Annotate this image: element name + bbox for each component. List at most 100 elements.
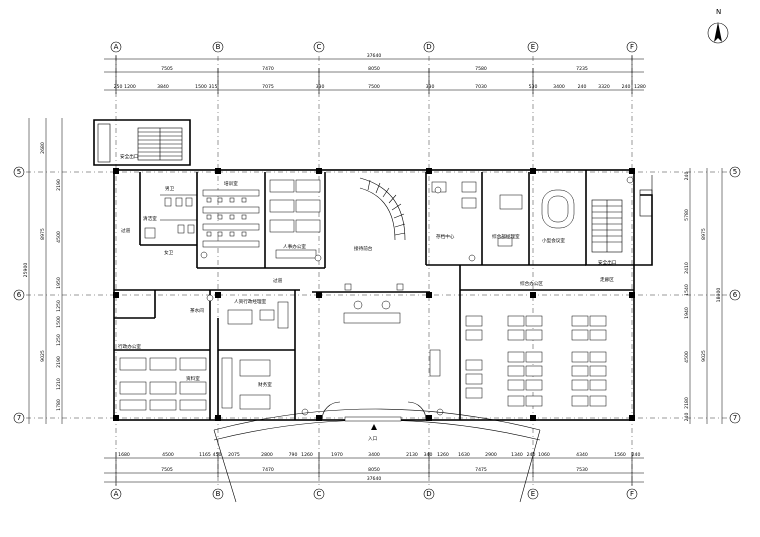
north-label: N — [716, 8, 721, 16]
dim-text: 3400 — [553, 84, 565, 90]
dim-text: 240 — [684, 413, 690, 422]
axis-label: A — [114, 490, 119, 498]
bottom-dimensions: 1680 4500 1165 450 2075 2800 790 1260 19… — [104, 452, 644, 486]
dim-text: 450 — [213, 452, 222, 458]
top-dimensions: 37640 7505 7470 8050 7580 7235 250 1200 … — [104, 53, 646, 94]
dim-text: 2190 — [56, 356, 62, 368]
stair-left-icon — [137, 127, 183, 161]
dim-text: 9025 — [701, 350, 707, 362]
dim-text: 8050 — [368, 467, 380, 473]
dim-text: 18000 — [716, 288, 722, 303]
axis-label: 5 — [733, 168, 737, 176]
dim-text: 7030 — [475, 84, 487, 90]
axis-bubbles-left: 5 6 7 — [13, 166, 25, 424]
room-label-archive: 资料室 — [186, 375, 200, 382]
axis-label: E — [531, 43, 535, 51]
room-label-female-wc: 女卫 — [164, 249, 174, 256]
axis-label: F — [630, 43, 634, 51]
axis-bubbles-top: A B C D E F — [110, 41, 638, 53]
room-label-reception: 接待前台 — [354, 245, 373, 252]
axis-label: E — [531, 490, 535, 498]
hr-workstations-icon — [269, 179, 321, 259]
dim-text: 4500 — [162, 452, 174, 458]
room-label-hall: 走廊区 — [600, 276, 614, 283]
axis-label: F — [630, 490, 634, 498]
dim-text: 7235 — [576, 66, 588, 72]
dim-text: 4340 — [576, 452, 588, 458]
dim-text: 7530 — [576, 467, 588, 473]
room-label-server: 存档中心 — [436, 233, 455, 240]
dim-text: 8975 — [701, 228, 707, 240]
dim-text: 240 — [622, 84, 631, 90]
dim-text: 8050 — [368, 66, 380, 72]
room-label-general-manager: 综合部经理室 — [492, 233, 520, 240]
dim-text: 1280 — [634, 84, 646, 90]
room-label-male-wc: 男卫 — [165, 186, 175, 192]
admin-desks-icon — [119, 357, 207, 411]
entrance-icon — [213, 401, 541, 503]
axis-label: A — [114, 43, 119, 51]
axis-label: 5 — [17, 168, 21, 176]
dim-top-total: 37640 — [367, 53, 382, 59]
room-label-entrance: 入口 — [368, 436, 378, 442]
dim-text: 4500 — [56, 231, 62, 243]
dim-text: 1260 — [437, 452, 449, 458]
room-label-exit-right: 安全出口 — [598, 259, 617, 266]
reception-desk-icon — [343, 283, 441, 377]
dim-text: 7505 — [161, 467, 173, 473]
dim-text: 2800 — [261, 452, 273, 458]
axis-bubbles-right: 5 6 7 — [729, 166, 741, 424]
axis-label: 7 — [733, 414, 737, 422]
dim-text: 1210 — [56, 378, 62, 390]
dim-bottom-total: 37640 — [367, 476, 382, 482]
dim-left-total: 25900 — [23, 263, 29, 278]
room-label-corridor-left: 过道 — [121, 227, 131, 234]
dim-text: 1250 — [56, 300, 62, 312]
dim-text: 1630 — [458, 452, 470, 458]
toilet-fixtures-icon — [144, 197, 195, 239]
dim-text: 240 — [632, 452, 641, 458]
room-label-cleaning: 清洁室 — [143, 215, 157, 222]
dim-text: 1340 — [511, 452, 523, 458]
dim-text: 7505 — [161, 66, 173, 72]
dim-text: 530 — [529, 84, 538, 90]
dim-text: 7075 — [262, 84, 274, 90]
dim-text: 330 — [426, 84, 435, 90]
axis-label: 7 — [17, 414, 21, 422]
north-arrow-icon: N — [707, 8, 729, 44]
room-labels: 安全出口 男卫 清洁室 过道 女卫 培训室 人事办公室 接待前台 过道 茶水间 … — [118, 153, 617, 442]
room-label-exit-top: 安全出口 — [120, 153, 139, 160]
dim-text: 1260 — [301, 452, 313, 458]
dim-text: 1950 — [56, 277, 62, 289]
spiral-stair-icon — [359, 177, 406, 241]
dim-text: 250 — [114, 84, 123, 90]
dim-text: 7470 — [262, 467, 274, 473]
dim-text: 7470 — [262, 66, 274, 72]
dim-text: 1200 — [124, 84, 136, 90]
dim-text: 1970 — [331, 452, 343, 458]
dim-text: 7500 — [368, 84, 380, 90]
room-label-small-meeting: 小型会议室 — [542, 237, 565, 244]
axis-bubbles-bottom: A B C D E F — [110, 488, 638, 500]
room-label-corridor-mid: 过道 — [273, 277, 283, 284]
room-label-admin-office: 行政办公室 — [118, 343, 141, 350]
room-label-open-office: 综合办公区 — [520, 280, 543, 287]
axis-label: D — [426, 490, 431, 498]
dim-text: 1500 — [195, 84, 207, 90]
dim-text: 2900 — [485, 452, 497, 458]
training-desks-icon — [202, 189, 260, 248]
axis-label: 6 — [17, 291, 22, 299]
dim-text: 1680 — [118, 452, 130, 458]
dim-text: 240 — [578, 84, 587, 90]
dim-text: 340 — [424, 452, 433, 458]
dim-text: 5780 — [684, 209, 690, 221]
dim-text: 330 — [316, 84, 325, 90]
axis-label: B — [216, 490, 221, 498]
axis-label: C — [317, 490, 322, 498]
dim-text: 7580 — [475, 66, 487, 72]
dim-text: 790 — [289, 452, 298, 458]
open-office-workstations-icon — [465, 315, 607, 407]
axis-grid — [26, 56, 742, 486]
right-rooms-furniture-icon — [431, 181, 575, 247]
